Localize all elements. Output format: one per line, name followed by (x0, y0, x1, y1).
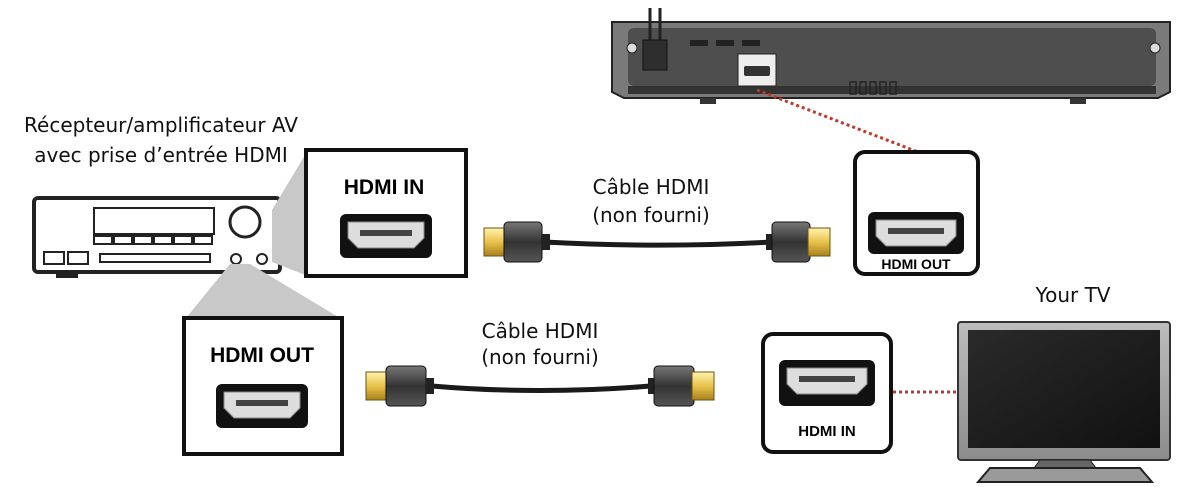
tv-device (957, 321, 1171, 483)
receiver-hdmi-out-label: HDMI OUT (210, 344, 314, 367)
receiver-device (32, 196, 282, 278)
tv-hdmi-in-label: HDMI IN (798, 423, 856, 440)
hdmi-cable-bottom (365, 365, 715, 407)
cable-top-label-line2: (non fourni) (592, 203, 710, 227)
player-hdmi-out-callout (853, 150, 980, 276)
tv-hdmi-in-callout (761, 332, 893, 454)
cable-bottom-label-line2: (non fourni) (481, 345, 599, 369)
player-hdmi-out-label: HDMI OUT (881, 256, 951, 272)
receiver-title-line1: Récepteur/amplificateur AV (24, 113, 298, 137)
receiver-hdmi-in-callout (304, 148, 468, 278)
player-device (611, 8, 1171, 104)
dotted-link-player (756, 88, 919, 154)
receiver-title-line2: avec prise d’entrée HDMI (34, 143, 288, 167)
hdmi-cable-top (483, 221, 831, 263)
cable-bottom-label-line1: Câble HDMI (482, 319, 599, 343)
receiver-in-callout-wedge (272, 150, 308, 276)
receiver-hdmi-in-label: HDMI IN (344, 176, 425, 199)
player-vent (849, 81, 897, 95)
cable-top-label-line1: Câble HDMI (593, 175, 710, 199)
receiver-out-callout-wedge (186, 264, 340, 318)
your-tv-label: Your TV (1035, 283, 1111, 307)
receiver-hdmi-out-callout (182, 316, 344, 456)
